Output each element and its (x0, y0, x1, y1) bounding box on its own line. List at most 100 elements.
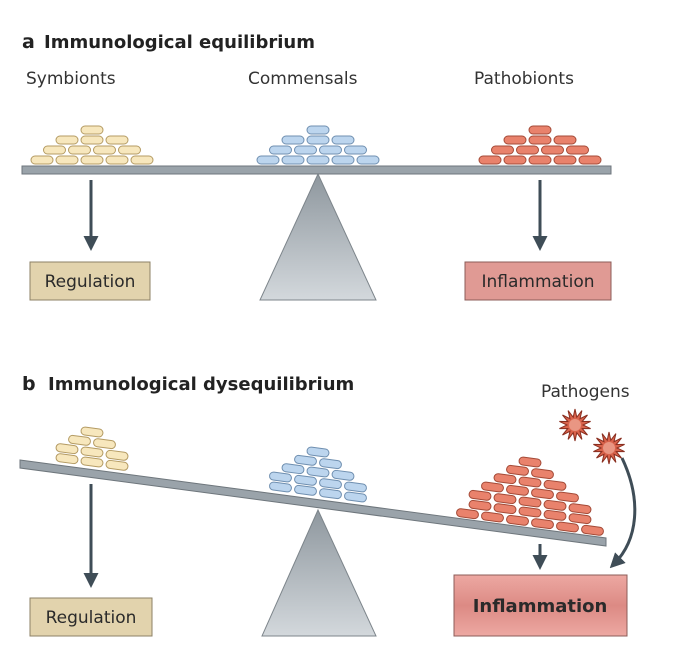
panel-b-title: Immunological dysequilibrium (48, 374, 354, 395)
bacterium-icon (294, 474, 317, 486)
regulation-label-a: Regulation (45, 272, 136, 292)
pathobiont-pile-a (478, 125, 602, 165)
bacterium-icon (306, 466, 330, 478)
bacterium-icon (503, 135, 527, 145)
commensal-pile-a (256, 125, 380, 165)
bacterium-icon (306, 135, 330, 145)
bacterium-icon (344, 491, 367, 503)
bacterium-icon (518, 476, 542, 488)
bacterium-icon (518, 456, 542, 468)
bacterium-icon (581, 524, 604, 536)
inflammation-box-b (453, 574, 628, 637)
bacterium-icon (331, 135, 355, 145)
bacterium-icon (294, 484, 317, 496)
commensal-pile-b (269, 446, 367, 503)
bacterium-icon (93, 145, 116, 155)
bacterium-icon (503, 155, 527, 165)
bacterium-icon (294, 145, 317, 155)
bacterium-icon (556, 521, 579, 533)
fulcrum-b (261, 508, 377, 637)
bacterium-icon (55, 453, 79, 465)
bacterium-icon (105, 459, 129, 471)
pathogens-label: Pathogens (541, 382, 630, 402)
bacterium-icon (481, 481, 504, 493)
bacterium-icon (105, 155, 129, 165)
bacterium-icon (516, 145, 539, 155)
bacterium-icon (281, 135, 305, 145)
bacterium-icon (493, 493, 517, 505)
bacterium-icon (80, 456, 104, 468)
bacterium-icon (541, 145, 564, 155)
pathogens-group (559, 408, 625, 465)
bacterium-icon (306, 446, 330, 458)
bacterium-icon (478, 155, 502, 165)
bacterium-icon (80, 155, 104, 165)
bacterium-icon (491, 145, 514, 155)
seesaw-beam-a (21, 165, 612, 175)
bacterium-icon (344, 481, 367, 493)
bacterium-icon (531, 488, 554, 500)
bacterium-icon (553, 155, 577, 165)
bacterium-icon (319, 458, 342, 470)
panel-a: a Immunological equilibrium Symbionts Co… (21, 31, 612, 301)
bacterium-icon (468, 499, 492, 511)
bacterium-icon (506, 514, 529, 526)
bacterium-icon (269, 145, 292, 155)
bacterium-icon (269, 481, 292, 493)
bacterium-icon (80, 446, 104, 458)
bacterium-icon (55, 443, 79, 455)
symbionts-label: Symbionts (26, 69, 116, 89)
bacterium-icon (518, 496, 542, 508)
regulation-label-b: Regulation (46, 608, 137, 628)
bacterium-icon (294, 454, 317, 466)
bacterium-icon (130, 155, 154, 165)
symbiont-pile-b (55, 426, 129, 471)
inflammation-box-a (464, 261, 612, 301)
panel-a-letter: a (22, 31, 35, 53)
bacterium-icon (319, 488, 342, 500)
symbiont-pile-a (30, 125, 154, 165)
inflammation-label-b: Inflammation (473, 596, 608, 617)
bacterium-icon (468, 489, 492, 501)
bacterium-icon (568, 503, 592, 515)
bacterium-icon (481, 511, 504, 523)
bacterium-icon (566, 145, 589, 155)
bacterium-icon (553, 135, 577, 145)
bacterium-icon (493, 503, 517, 515)
bacterium-icon (578, 155, 602, 165)
panel-b-letter: b (22, 373, 36, 395)
bacterium-icon (543, 499, 567, 511)
bacterium-icon (118, 145, 141, 155)
bacterium-icon (68, 145, 91, 155)
regulation-box-a (29, 261, 151, 301)
bacterium-icon (556, 491, 579, 503)
bacterium-icon (528, 125, 552, 135)
fulcrum-a (259, 172, 377, 301)
bacterium-icon (281, 155, 305, 165)
bacterium-icon (344, 145, 367, 155)
pathobionts-label: Pathobionts (474, 69, 574, 89)
bacterium-icon (55, 155, 79, 165)
bacterium-icon (543, 479, 567, 491)
bacterium-icon (356, 155, 380, 165)
seesaw-beam-b (19, 459, 607, 547)
bacterium-icon (68, 434, 91, 446)
bacterium-icon (105, 135, 129, 145)
bacterium-icon (331, 155, 355, 165)
bacterium-icon (568, 513, 592, 525)
bacterium-icon (306, 125, 330, 135)
bacterium-icon (306, 155, 330, 165)
bacterium-icon (456, 508, 479, 520)
pathogen-core (569, 419, 581, 431)
bacterium-icon (281, 463, 305, 475)
bacterium-icon (93, 438, 116, 450)
bacterium-icon (543, 509, 567, 521)
curved-arrow-icon (609, 457, 637, 569)
pathogen-core (603, 442, 615, 454)
commensals-label: Commensals (248, 69, 358, 89)
pathobiont-pile-b (456, 456, 604, 536)
bacterium-icon (518, 506, 542, 518)
bacterium-icon (55, 135, 79, 145)
bacterium-icon (506, 484, 529, 496)
